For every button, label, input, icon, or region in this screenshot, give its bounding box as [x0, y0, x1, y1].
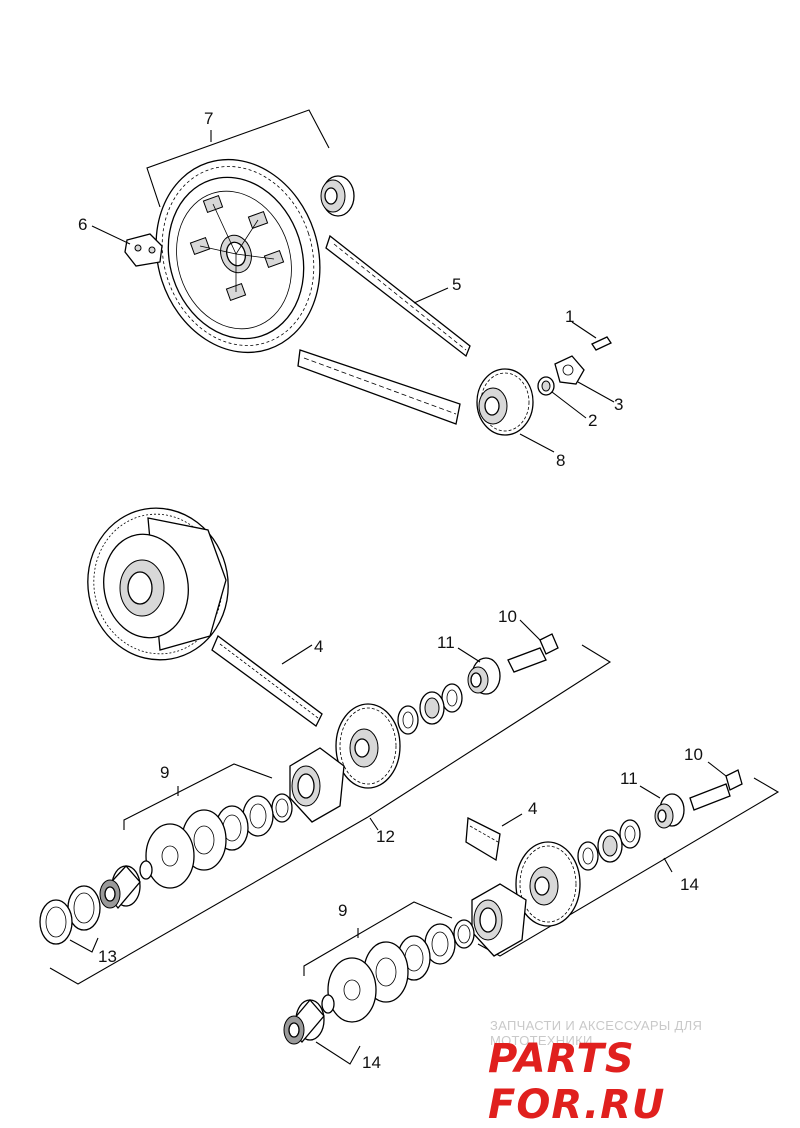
callout-5: 5 [452, 275, 461, 294]
callout-9-lower: 9 [338, 901, 347, 920]
splined-hub-lower [283, 999, 325, 1045]
bracket-part-6 [124, 233, 163, 267]
callout-13: 13 [98, 947, 117, 966]
spring-washers-upper [139, 793, 293, 889]
callout-10-upper: 10 [498, 607, 517, 626]
clutch-sprocket-upper [335, 703, 401, 789]
clutch-basket [87, 507, 229, 661]
bracket-7 [146, 109, 330, 208]
callout-4-lower: 4 [528, 799, 537, 818]
callout-6: 6 [78, 215, 87, 234]
hub-part-11-upper [467, 657, 501, 695]
bracket-9-upper [123, 763, 273, 830]
nut-part-2 [537, 376, 555, 396]
bolt-part-10-lower [689, 769, 743, 811]
compensator-hub-lower [471, 883, 527, 957]
callout-4-middle: 4 [314, 637, 323, 656]
watermark-brand: PARTS FOR.RU [488, 1036, 666, 1128]
callout-14-lower: 14 [362, 1053, 381, 1072]
bolt-part-10-upper [507, 633, 559, 673]
spring-washers-lower [321, 919, 475, 1023]
callout-10-lower: 10 [684, 745, 703, 764]
callout-14-right: 14 [680, 875, 699, 894]
callout-8: 8 [556, 451, 565, 470]
compensator-sprocket [155, 158, 321, 354]
engine-sprocket-part-8 [476, 368, 534, 436]
bracket-9-lower [303, 901, 453, 976]
primary-chain-lower [297, 349, 461, 425]
chain-segment-lower [465, 816, 501, 862]
bracket-12 [367, 644, 612, 818]
washer-set-upper [397, 683, 463, 735]
hub-part-11-lower [654, 793, 685, 829]
bearing [320, 175, 355, 217]
lock-plate-part-3 [554, 355, 585, 385]
callout-12: 12 [376, 827, 395, 846]
primary-chain-middle [211, 634, 323, 727]
callout-9-upper: 9 [160, 763, 169, 782]
callout-11-lower: 11 [620, 769, 638, 788]
primary-chain-upper [325, 234, 471, 358]
callout-1: 1 [565, 307, 574, 326]
washer-set-lower [577, 819, 641, 871]
callout-7: 7 [204, 109, 213, 128]
callout-3: 3 [614, 395, 623, 414]
clutch-sprocket-lower [515, 841, 581, 927]
callout-2: 2 [588, 411, 597, 430]
compensator-hub-upper [289, 747, 345, 823]
bolt-part-1 [591, 336, 612, 351]
callout-11-upper: 11 [437, 633, 455, 652]
watermark-tagline: ЗАПЧАСТИ И АКСЕССУАРЫ ДЛЯ МОТОТЕХНИКИ [490, 1018, 703, 1048]
splined-hub-upper [99, 865, 141, 910]
thrust-washers-13 [39, 885, 101, 945]
